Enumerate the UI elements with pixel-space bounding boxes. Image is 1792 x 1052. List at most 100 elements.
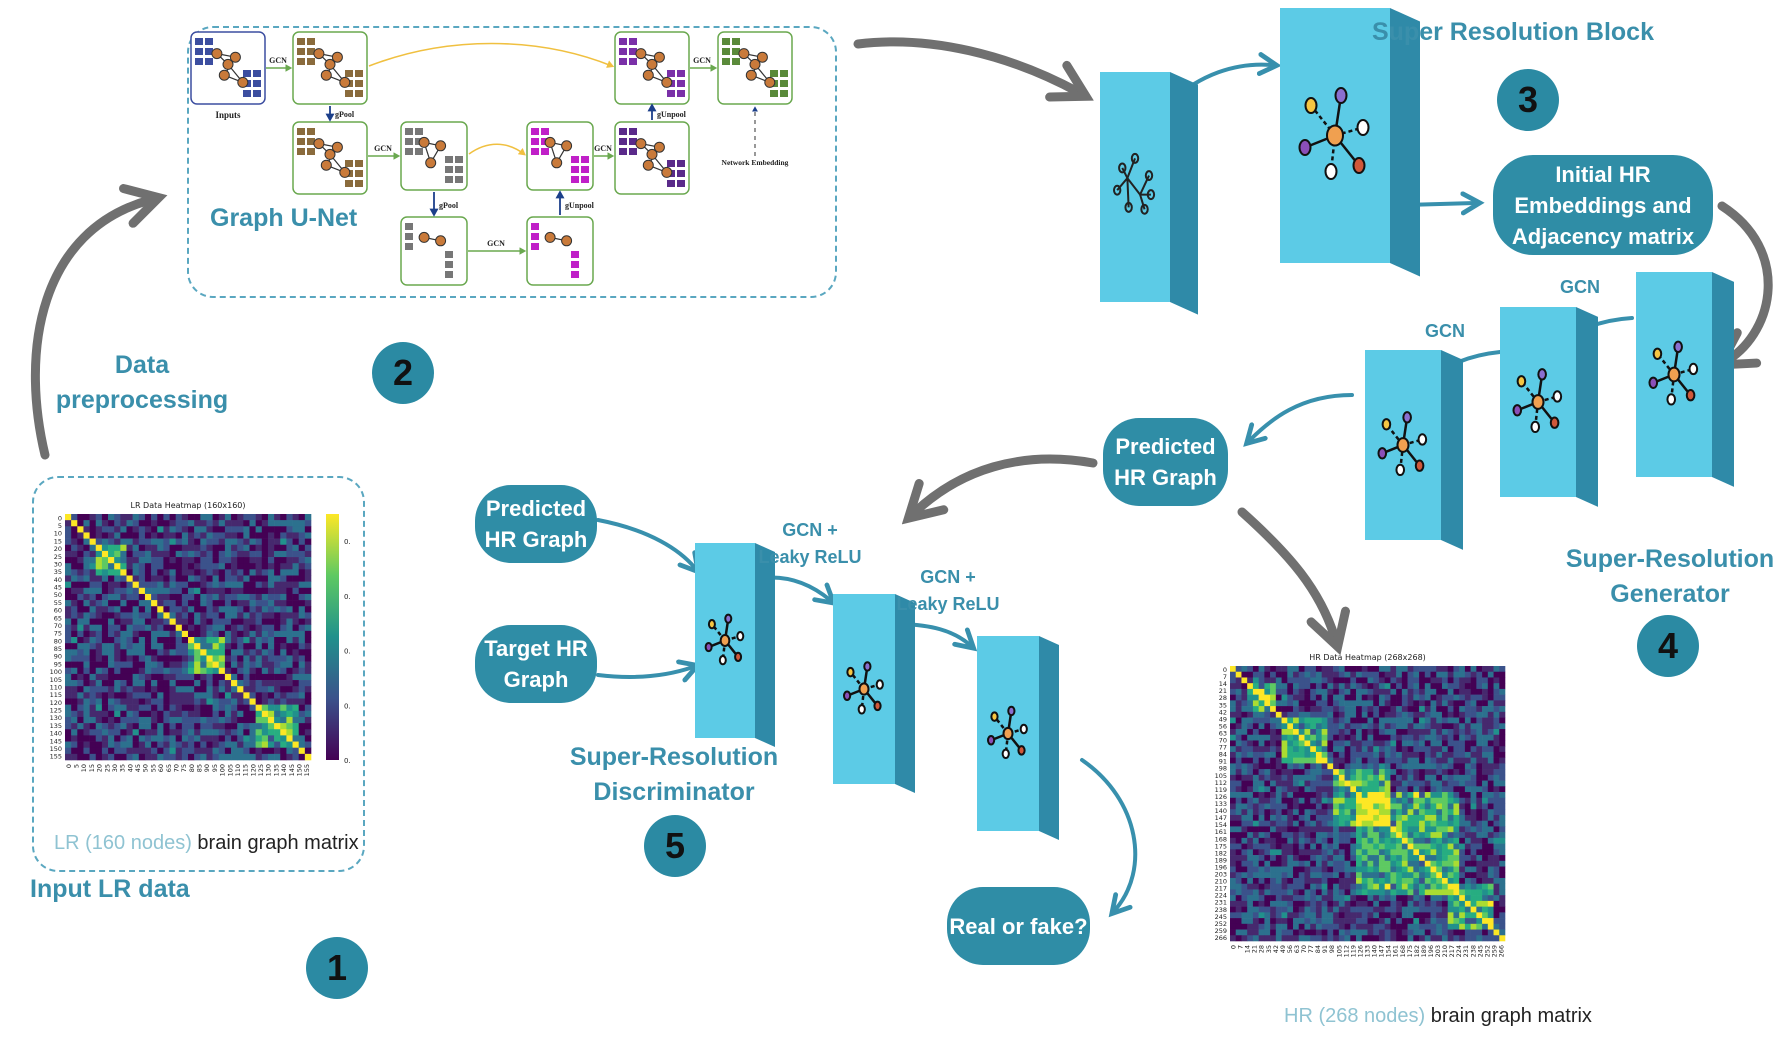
gen-panel-2-side bbox=[1576, 307, 1598, 507]
unet-level2b-card-node bbox=[418, 136, 430, 148]
hr-g-xtick: 133 bbox=[1364, 945, 1372, 957]
unet-skip-1 bbox=[368, 42, 615, 68]
lr-g-ytick: 80 bbox=[54, 637, 62, 645]
gen-panel-3-node bbox=[1414, 459, 1425, 472]
hr-g-xtick: 140 bbox=[1371, 945, 1379, 957]
unet-level2c-card-node bbox=[551, 157, 563, 169]
lr-g-ytick: 135 bbox=[50, 722, 62, 730]
lr-g-xtick: 60 bbox=[157, 764, 165, 772]
disc-panel-2-side bbox=[895, 594, 915, 793]
disc-panel-3-side bbox=[1039, 636, 1059, 840]
lr-data-box bbox=[32, 476, 365, 872]
unet-gcn-2: GCN bbox=[374, 144, 392, 153]
input-lr-data-title: Input LR data bbox=[30, 875, 190, 903]
disc-panel-1-side bbox=[755, 543, 775, 747]
sr-panel-1-node bbox=[1113, 184, 1122, 196]
unet-gcn-1: GCN bbox=[269, 56, 287, 65]
lr-g-xtick: 15 bbox=[88, 764, 96, 772]
lr-g-xtick: 110 bbox=[234, 764, 242, 776]
unet-level1-card-node bbox=[339, 76, 351, 88]
lr-g-xtick: 25 bbox=[103, 764, 111, 772]
sr-panel-1 bbox=[1100, 72, 1198, 315]
hr-g-xtick: 14 bbox=[1244, 945, 1252, 953]
hr-g-xtick: 84 bbox=[1314, 945, 1322, 953]
hr-g-xtick: 70 bbox=[1300, 945, 1308, 953]
hr-g-ytick: 161 bbox=[1215, 828, 1227, 836]
hr-g-xtick: 189 bbox=[1420, 945, 1428, 957]
unet-level2c-card-node bbox=[544, 136, 556, 148]
hr-g-ytick: 266 bbox=[1215, 934, 1227, 942]
hr-g-ytick: 70 bbox=[1219, 737, 1227, 745]
hr-g-ytick: 259 bbox=[1215, 927, 1227, 935]
sr-panel-1-node bbox=[1146, 189, 1156, 201]
unet-level2b-card bbox=[400, 121, 468, 191]
hr-g-ytick: 28 bbox=[1219, 694, 1227, 702]
lr-g-title: LR Data Heatmap (160x160) bbox=[130, 501, 245, 510]
lr-g-xtick: 20 bbox=[96, 764, 104, 772]
unet-gpool-1: gPool bbox=[335, 110, 355, 119]
disc-panel-1 bbox=[695, 543, 775, 747]
lr-g-ytick: 155 bbox=[50, 753, 62, 761]
hr-g-ytick: 238 bbox=[1215, 906, 1227, 914]
unet-level2d-card-node bbox=[646, 148, 658, 160]
unet-level2b-card-node bbox=[435, 140, 447, 152]
hr-g-ytick: 245 bbox=[1215, 913, 1227, 921]
hr-g-xtick: 42 bbox=[1272, 945, 1280, 953]
hr-g-xtick: 203 bbox=[1434, 945, 1442, 957]
hr-g-xtick: 238 bbox=[1469, 945, 1477, 957]
hr-g-ytick: 105 bbox=[1215, 772, 1227, 780]
predicted-hr-graph-generator-pill: Predicted HR Graph bbox=[1103, 418, 1228, 506]
unet-bottom-b-node bbox=[561, 235, 573, 247]
sr-panel-1-side bbox=[1170, 72, 1198, 315]
unet-level2a-card bbox=[292, 121, 368, 195]
unet-level2a-card-node bbox=[339, 166, 351, 178]
lr-g-xtick: 55 bbox=[149, 764, 157, 772]
disc-panel-2-hub bbox=[858, 682, 870, 696]
hr-g-ytick: 49 bbox=[1219, 715, 1227, 723]
hr-g-ytick: 182 bbox=[1215, 849, 1227, 857]
sr-panel-1-node bbox=[1144, 170, 1154, 182]
hr-caption: HR (268 nodes) brain graph matrix bbox=[1284, 1005, 1592, 1028]
gen-panel-1-node bbox=[1666, 393, 1677, 406]
hr-g-ytick: 84 bbox=[1219, 751, 1227, 759]
gen-panel-2 bbox=[1500, 307, 1598, 507]
hr-g-xtick: 49 bbox=[1279, 945, 1287, 953]
lr-g-ytick: 65 bbox=[54, 614, 62, 622]
arrow-gen-to-pred bbox=[1243, 393, 1354, 447]
lr-g-xtick: 65 bbox=[165, 764, 173, 772]
gen-panel-1-hub bbox=[1667, 366, 1681, 383]
lr-g-xtick: 5 bbox=[73, 764, 81, 768]
lr-caption-highlight: LR (160 nodes) bbox=[54, 832, 192, 854]
hr-g-xtick: 147 bbox=[1378, 945, 1386, 957]
hr-g-xtick: 98 bbox=[1328, 945, 1336, 953]
lr-g-xtick: 40 bbox=[126, 764, 134, 772]
hr-g-xtick: 168 bbox=[1399, 945, 1407, 957]
unet-level1b-card bbox=[614, 31, 690, 105]
sr-panel-1-node bbox=[1130, 152, 1140, 164]
unet-bottom-b bbox=[526, 216, 594, 286]
gen-panel-3-side bbox=[1441, 350, 1463, 550]
sr-panel-2-hub bbox=[1326, 124, 1344, 147]
hr-g-xtick: 245 bbox=[1476, 945, 1484, 957]
unet-bottom-b-node bbox=[544, 231, 556, 243]
lr-g-xtick: 115 bbox=[242, 764, 250, 776]
hr-g-xtick: 56 bbox=[1286, 945, 1294, 953]
gen-panel-2-node bbox=[1512, 404, 1523, 417]
step-5-badge: 5 bbox=[644, 815, 706, 877]
grey-arrows bbox=[30, 37, 1773, 656]
lr-g-xtick: 105 bbox=[226, 764, 234, 776]
hr-g-ytick: 42 bbox=[1219, 708, 1227, 716]
hr-g-title: HR Data Heatmap (268x268) bbox=[1309, 653, 1426, 662]
gen-panel-2-node bbox=[1516, 375, 1527, 388]
unet-level1-card-node bbox=[324, 58, 336, 70]
unet-level2a-card-node bbox=[331, 141, 343, 153]
unet-output-card-node bbox=[738, 48, 750, 60]
lr-g-ytick: 5 bbox=[58, 522, 62, 530]
lr-g-xtick: 135 bbox=[272, 764, 280, 776]
disc-panel-2 bbox=[833, 594, 915, 793]
lr-g-colorbar bbox=[326, 514, 339, 760]
lr-g-ytick: 55 bbox=[54, 599, 62, 607]
unet-bottom-a-node bbox=[418, 231, 430, 243]
step-1-badge: 1 bbox=[306, 937, 368, 999]
